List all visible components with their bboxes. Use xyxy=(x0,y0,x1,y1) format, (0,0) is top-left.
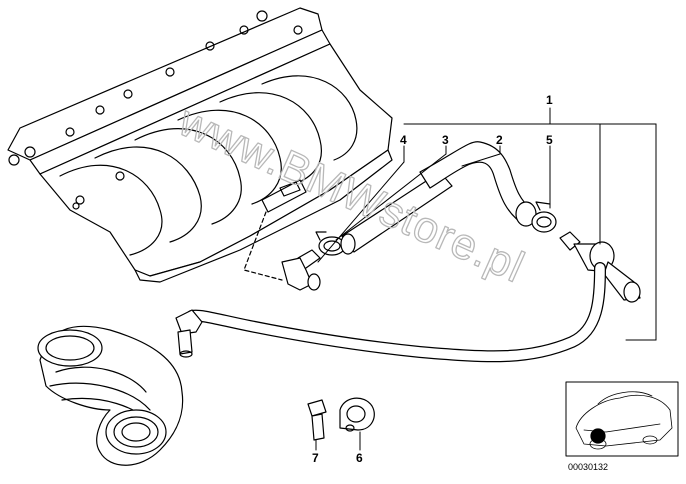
callout-leaders xyxy=(315,107,657,451)
hose-clamp-left xyxy=(315,231,346,256)
location-marker xyxy=(590,428,606,444)
callout-6: 6 xyxy=(356,451,363,465)
leader-dash xyxy=(243,211,283,281)
callout-3: 3 xyxy=(442,133,449,147)
callout-4: 4 xyxy=(400,133,407,147)
hose-straight xyxy=(340,171,453,255)
callout-1: 1 xyxy=(546,93,553,107)
elbow-fitting xyxy=(281,249,321,291)
pipe-clamp xyxy=(339,397,375,432)
intake-manifold xyxy=(7,7,393,283)
callout-7: 7 xyxy=(312,451,319,465)
hose-clamp-right xyxy=(531,201,557,233)
callout-5: 5 xyxy=(546,133,553,147)
reference-thumbnail xyxy=(565,381,679,457)
callout-2: 2 xyxy=(496,133,503,147)
part-number: 00030132 xyxy=(568,462,608,472)
intake-bellows xyxy=(37,325,184,466)
bolt xyxy=(307,399,327,441)
vent-hose xyxy=(175,262,606,363)
hose-curved xyxy=(419,141,537,227)
